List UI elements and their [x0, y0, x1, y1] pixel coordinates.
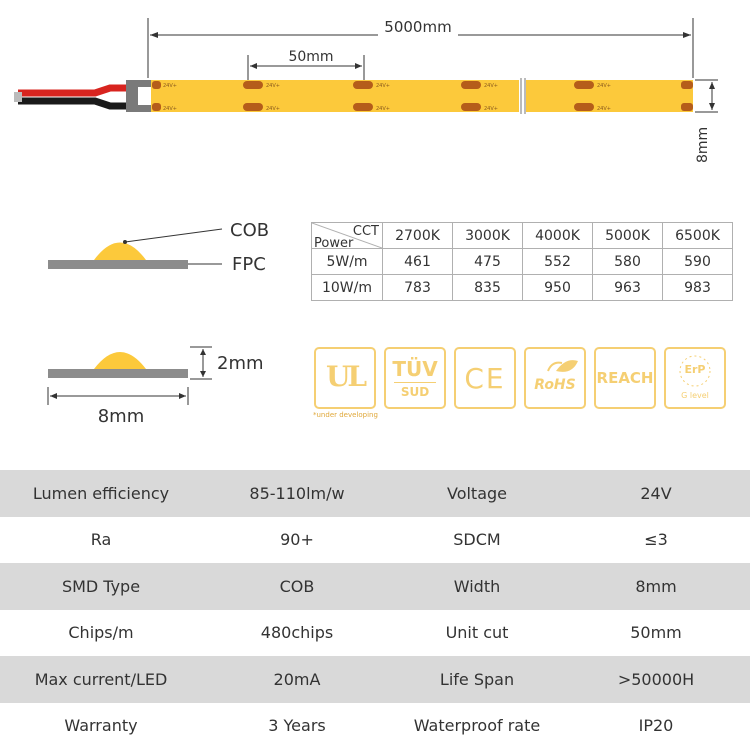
- spec-label: SMD Type: [61, 576, 141, 596]
- spec-label: Warranty: [64, 716, 138, 736]
- spec-label: Life Span: [439, 669, 515, 689]
- lumen-cell: 783: [382, 274, 453, 301]
- strip-segment-2: [526, 80, 693, 112]
- lumen-row-10w: 10W/m 783 835 950 963 983: [311, 274, 733, 301]
- svg-text:24V+: 24V+: [266, 83, 280, 89]
- strip-diagram: 5000mm 50mm 24V+ 24V+ 24V+ 24V+ 24V+ 24V…: [14, 16, 718, 163]
- power-cell: 5W/m: [311, 248, 383, 275]
- cct-4000: 4000K: [522, 222, 593, 249]
- spec-value: 90+: [280, 530, 314, 550]
- ul-badge: UL: [314, 347, 376, 409]
- spec-value: 480chips: [260, 623, 334, 643]
- fpc-board: [48, 260, 188, 269]
- lumen-cell: 835: [452, 274, 523, 301]
- cct-2700: 2700K: [382, 222, 453, 249]
- lumen-cell: 461: [382, 248, 453, 275]
- svg-text:24V+: 24V+: [266, 106, 280, 112]
- cob-label: COB: [230, 220, 269, 241]
- cct-header: CCT: [352, 224, 379, 239]
- spec-label: Waterproof rate: [413, 716, 541, 736]
- solder-pads: [152, 81, 693, 111]
- cct-6500: 6500K: [662, 222, 733, 249]
- strip-segment-1: [151, 80, 519, 112]
- spec-label: Voltage: [446, 483, 507, 503]
- power-cell: 10W/m: [311, 274, 383, 301]
- svg-text:24V+: 24V+: [484, 83, 498, 89]
- spec-label: Lumen efficiency: [32, 483, 170, 503]
- spec-row: Chips/m 480chips Unit cut 50mm: [0, 610, 750, 657]
- cct-5000: 5000K: [592, 222, 663, 249]
- spec-value: ≤3: [644, 530, 668, 550]
- lumen-cell: 590: [662, 248, 733, 275]
- black-wire: [18, 97, 127, 110]
- spec-value: 20mA: [273, 669, 321, 689]
- spec-label: Chips/m: [68, 623, 134, 643]
- reach-badge: REACH: [594, 347, 656, 409]
- spec-value: 85-110lm/w: [249, 483, 345, 503]
- lumen-header-row: CCT Power 2700K 3000K 4000K 5000K 6500K: [311, 222, 733, 251]
- spec-value: 24V: [640, 483, 672, 503]
- strip-width-label: 8mm: [695, 127, 711, 163]
- rohs-badge: RoHS: [524, 347, 586, 409]
- reach-logo: REACH: [596, 369, 654, 387]
- spec-label: Ra: [90, 530, 112, 550]
- cob-leader: [124, 228, 223, 243]
- power-header: Power: [314, 236, 354, 251]
- cross-section-diagram: COB FPC 2mm 8mm: [47, 220, 269, 427]
- lumen-row-5w: 5W/m 461 475 552 580 590: [311, 248, 733, 275]
- leaf-icon: [547, 360, 578, 372]
- svg-text:24V+: 24V+: [376, 83, 390, 89]
- height-label: 2mm: [217, 353, 264, 374]
- spec-label: Width: [453, 576, 501, 596]
- spec-value: COB: [279, 576, 315, 596]
- ce-logo: CE: [464, 362, 506, 395]
- cct-3000: 3000K: [452, 222, 523, 249]
- ce-badge: CE: [454, 347, 516, 409]
- tuv-logo: TÜV: [392, 357, 438, 381]
- tuv-badge: TÜV SUD: [384, 347, 446, 409]
- spec-row: Max current/LED 20mA Life Span >50000H: [0, 656, 750, 703]
- spec-row: Lumen efficiency 85-110lm/w Voltage 24V: [0, 470, 750, 517]
- ul-logo: UL: [325, 360, 367, 393]
- pad-text: 24V+: [163, 83, 177, 89]
- erp-badge: ErP G level: [664, 347, 726, 409]
- fpc-label: FPC: [232, 254, 266, 275]
- svg-text:24V+: 24V+: [597, 83, 611, 89]
- cob-width-label: 8mm: [98, 406, 145, 427]
- cob-dome: [94, 242, 146, 260]
- cct-power-header-cell: CCT Power: [311, 222, 383, 251]
- lumen-cell: 963: [592, 274, 663, 301]
- erp-stars-icon: [679, 355, 711, 387]
- spec-value: >50000H: [617, 669, 695, 689]
- spec-row: Ra 90+ SDCM ≤3: [0, 517, 750, 564]
- ul-note: *under developing: [313, 411, 378, 419]
- lumen-cell: 580: [592, 248, 663, 275]
- svg-text:24V+: 24V+: [484, 106, 498, 112]
- sud-text: SUD: [400, 385, 430, 399]
- lumen-cell: 475: [452, 248, 523, 275]
- svg-text:24V+: 24V+: [376, 106, 390, 112]
- length-label: 5000mm: [384, 18, 451, 36]
- erp-level: G level: [681, 391, 709, 400]
- spec-label: SDCM: [453, 530, 501, 550]
- lumen-table: CCT Power 2700K 3000K 4000K 5000K 6500K …: [311, 222, 733, 301]
- svg-text:24V+: 24V+: [597, 106, 611, 112]
- spec-value: 3 Years: [268, 716, 326, 736]
- cut-label: 50mm: [288, 49, 333, 65]
- lumen-cell: 552: [522, 248, 593, 275]
- spec-label: Max current/LED: [34, 669, 168, 689]
- lumen-cell: 950: [522, 274, 593, 301]
- spec-label: Unit cut: [445, 623, 509, 643]
- erp-logo: ErP: [684, 363, 706, 376]
- spec-table: Lumen efficiency 85-110lm/w Voltage 24V …: [0, 470, 750, 749]
- lumen-cell: 983: [662, 274, 733, 301]
- spec-row: Warranty 3 Years Waterproof rate IP20: [0, 703, 750, 750]
- spec-value: 50mm: [630, 623, 682, 643]
- spec-value: 8mm: [635, 576, 677, 596]
- red-wire: [18, 84, 127, 97]
- spec-row: SMD Type COB Width 8mm: [0, 563, 750, 610]
- svg-text:24V+: 24V+: [163, 106, 177, 112]
- spec-value: IP20: [638, 716, 674, 736]
- rohs-logo: RoHS: [534, 377, 576, 393]
